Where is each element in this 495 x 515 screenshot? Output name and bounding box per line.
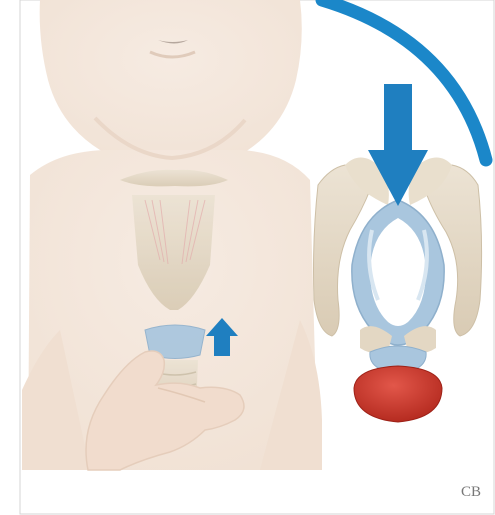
- artist-signature: CB: [461, 484, 481, 501]
- cricoid-cartilage-red: [354, 366, 442, 422]
